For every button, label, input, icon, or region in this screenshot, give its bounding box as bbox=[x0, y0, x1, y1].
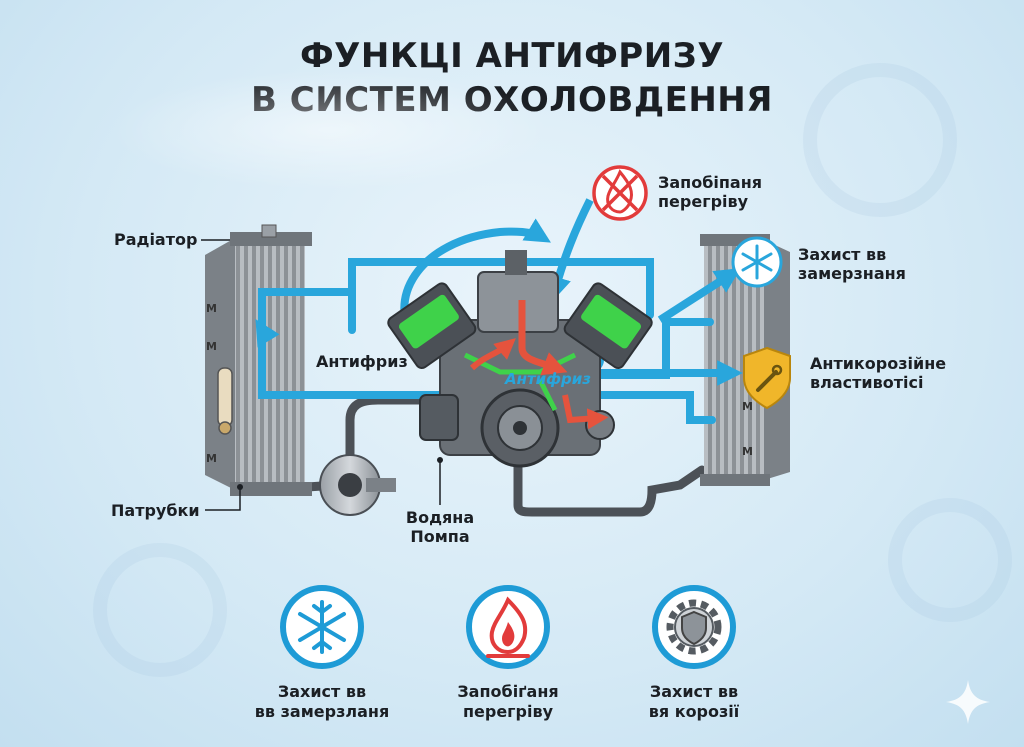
bottom-freeze-caption-line1: Захист вв bbox=[277, 682, 367, 701]
bottom-corrosion-caption: Захист вв вя корозії bbox=[604, 682, 784, 722]
overheat-label-line1: Запобіпаня bbox=[658, 173, 763, 192]
water-pump bbox=[319, 454, 396, 516]
background-gear-decor bbox=[93, 63, 1012, 677]
freeze-label: Захист вв замерзнаня bbox=[798, 245, 906, 283]
water-pump-label-line1: Водяна bbox=[405, 508, 475, 527]
freeze-protect-icon bbox=[731, 236, 783, 288]
hoses-label: Патрубки bbox=[111, 501, 200, 520]
radiator-label: Радіатор bbox=[114, 230, 198, 249]
gear-shield-icon bbox=[666, 599, 722, 655]
overheat-label-line2: перегріву bbox=[658, 192, 749, 211]
bottom-corrosion-caption-line1: Захист вв bbox=[649, 682, 739, 701]
freeze-label-line1: Захист вв bbox=[798, 245, 887, 264]
bottom-overheat-caption: Запобіґаня перегріву bbox=[418, 682, 598, 722]
sparkle-icon bbox=[946, 680, 990, 724]
svg-text:M: M bbox=[742, 400, 753, 413]
bottom-freeze-caption: Захист вв вв замерзланя bbox=[232, 682, 412, 722]
corrosion-label-line2: властивотісі bbox=[810, 373, 924, 392]
snowflake-icon bbox=[298, 600, 346, 654]
anticorrosion-shield-icon bbox=[743, 346, 791, 410]
svg-text:M: M bbox=[206, 302, 217, 315]
engine-antifreeze-text: Антифриз bbox=[504, 370, 591, 388]
overheat-label: Запобіпаня перегріву bbox=[658, 173, 762, 211]
bottom-overheat-caption-line2: перегріву bbox=[462, 702, 554, 721]
svg-text:M: M bbox=[742, 445, 753, 458]
left-radiator: M M M bbox=[205, 224, 312, 496]
overheat-prevent-icon bbox=[592, 165, 648, 221]
water-pump-label-line2: Помпа bbox=[410, 527, 470, 546]
bottom-snowflake-badge bbox=[280, 585, 364, 669]
svg-text:M: M bbox=[206, 452, 217, 465]
corrosion-label: Антикорозійне властивотісі bbox=[810, 354, 946, 392]
water-pump-label: Водяна Помпа bbox=[398, 508, 482, 546]
freeze-arrow bbox=[657, 268, 741, 324]
overheat-arrow bbox=[546, 198, 594, 303]
bottom-overheat-caption-line1: Запобіґаня bbox=[457, 682, 559, 701]
corrosion-label-line1: Антикорозійне bbox=[810, 354, 947, 373]
bottom-flame-badge bbox=[466, 585, 550, 669]
bottom-corrosion-caption-line2: вя корозії bbox=[648, 702, 740, 721]
bottom-gear-shield-badge bbox=[652, 585, 736, 669]
engine bbox=[387, 250, 653, 468]
flame-icon bbox=[486, 596, 530, 658]
svg-text:M: M bbox=[206, 340, 217, 353]
antifreeze-label: Антифриз bbox=[316, 352, 408, 371]
wrench-icon bbox=[756, 370, 778, 392]
title-line-1: ФУНКЦІ АНТИФРИЗУ bbox=[299, 36, 725, 76]
leader-lines bbox=[201, 239, 441, 511]
bottom-freeze-caption-line2: вв замерзланя bbox=[254, 702, 390, 721]
temperature-gauge-icon bbox=[217, 367, 233, 427]
hot-coolant-arrow bbox=[518, 300, 568, 376]
freeze-label-line2: замерзнаня bbox=[798, 264, 906, 283]
